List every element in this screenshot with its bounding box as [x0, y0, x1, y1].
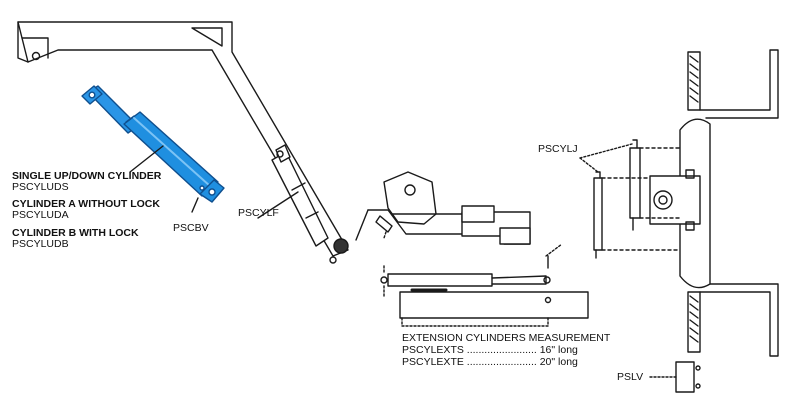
single-cylinder-label: SINGLE UP/DOWN CYLINDER — [12, 170, 162, 182]
extension-row: PSCYLEXTS ........................ 16" l… — [402, 344, 578, 356]
pscylf-cylinder — [271, 144, 329, 247]
pslv-valve — [649, 361, 701, 393]
cylinder-b-code: PSCYLUDB — [12, 238, 69, 250]
pscylj-cylinders — [579, 139, 641, 259]
extension-value: 16" long — [539, 344, 578, 356]
cylinder-a-code: PSCYLUDA — [12, 209, 69, 221]
pscbv-label: PSCBV — [173, 222, 209, 234]
extension-code: PSCYLEXTE — [402, 356, 464, 368]
extension-code: PSCYLEXTS — [402, 344, 464, 356]
extension-cylinder — [380, 255, 589, 327]
extension-title: EXTENSION CYLINDERS MEASUREMENT — [402, 332, 611, 344]
pscylf-label: PSCYLF — [238, 207, 279, 219]
extension-value: 20" long — [539, 356, 578, 368]
mount-bracket — [355, 171, 531, 245]
leader-pscylf — [257, 191, 299, 219]
single-cylinder-code: PSCYLUDS — [12, 181, 69, 193]
cylinder-a-label: CYLINDER A WITHOUT LOCK — [12, 198, 160, 210]
extension-dots: ........................ — [463, 344, 537, 356]
cylinder-b-label: CYLINDER B WITH LOCK — [12, 227, 139, 239]
extension-dots: ........................ — [463, 356, 537, 368]
extension-row: PSCYLEXTE ........................ 20" l… — [402, 356, 578, 368]
leader-single-cyl — [129, 145, 164, 173]
right-frame — [601, 49, 779, 357]
pscylj-label: PSCYLJ — [538, 143, 578, 155]
boom-arm — [17, 21, 349, 264]
blue-cylinder — [81, 85, 225, 203]
pslv-label: PSLV — [617, 371, 644, 383]
leader-pscbv — [191, 197, 199, 213]
